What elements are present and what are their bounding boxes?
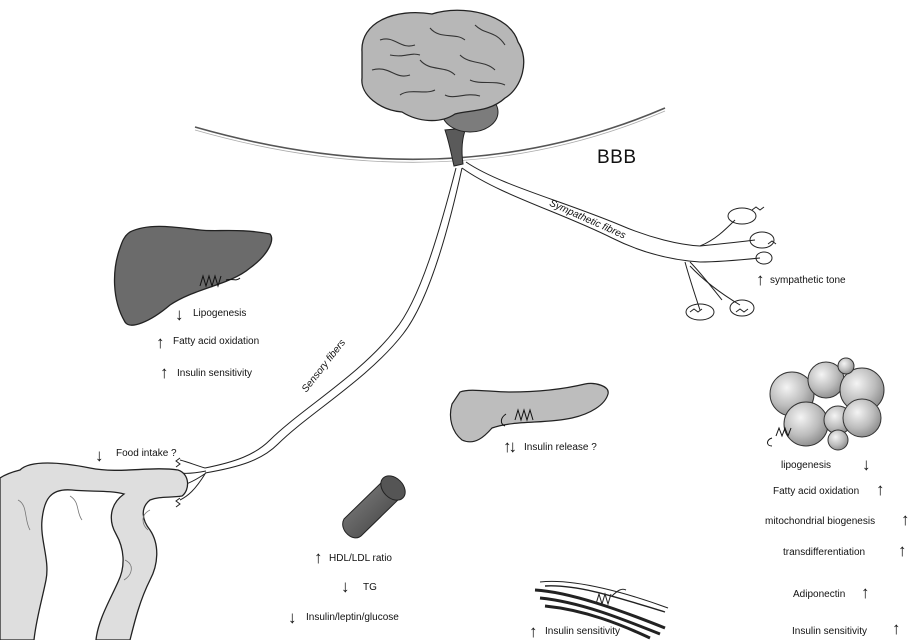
food-intake-label: Food intake ? — [116, 448, 177, 460]
intestine — [0, 463, 188, 640]
adipose-lipogenesis-label: lipogenesis — [781, 460, 831, 472]
up-arrow-icon: ↑ — [876, 481, 885, 498]
down-arrow-icon: ↓ — [862, 456, 871, 473]
up-arrow-icon: ↑ — [314, 549, 323, 566]
adiponectin-label: Adiponectin — [793, 589, 845, 601]
up-arrow-icon: ↑ — [861, 584, 870, 601]
up-arrow-icon: ↑ — [892, 620, 901, 637]
adipose-fatty-acid-oxidation-label: Fatty acid oxidation — [773, 486, 859, 498]
sympathetic-tone-label: sympathetic tone — [770, 275, 846, 287]
transdifferentiation-label: transdifferentiation — [783, 547, 865, 559]
up-arrow-icon: ↑ — [160, 364, 169, 381]
down-arrow-icon: ↓ — [95, 447, 104, 464]
liver-insulin-sensitivity-label: Insulin sensitivity — [177, 368, 252, 380]
up-arrow-icon: ↑ — [156, 334, 165, 351]
up-arrow-icon: ↑ — [756, 271, 765, 288]
tg-label: TG — [363, 582, 377, 594]
muscle-insulin-sensitivity-label: Insulin sensitivity — [545, 626, 620, 638]
brain — [362, 10, 524, 166]
bbb-label: BBB — [597, 148, 637, 168]
up-down-arrow-icon: ↑↓ — [503, 438, 514, 455]
up-arrow-icon: ↑ — [901, 511, 910, 528]
adipose-insulin-sensitivity-label: Insulin sensitivity — [792, 626, 867, 638]
insulin-leptin-glucose-label: Insulin/leptin/glucose — [306, 612, 399, 624]
insulin-release-label: Insulin release ? — [524, 442, 597, 454]
pancreas — [450, 383, 608, 441]
blood-vessel-cylinder — [343, 471, 410, 538]
sensory-fiber-bundle — [205, 168, 462, 473]
mitochondrial-biogenesis-label: mitochondrial biogenesis — [765, 516, 875, 528]
liver-fatty-acid-oxidation-label: Fatty acid oxidation — [173, 336, 259, 348]
down-arrow-icon: ↓ — [341, 578, 350, 595]
up-arrow-icon: ↑ — [529, 623, 538, 640]
down-arrow-icon: ↓ — [288, 609, 297, 626]
liver-lipogenesis-label: Lipogenesis — [193, 308, 246, 320]
hdl-ldl-ratio-label: HDL/LDL ratio — [329, 553, 392, 565]
down-arrow-icon: ↓ — [175, 306, 184, 323]
adipose-tissue — [768, 358, 885, 450]
up-arrow-icon: ↑ — [898, 542, 907, 559]
